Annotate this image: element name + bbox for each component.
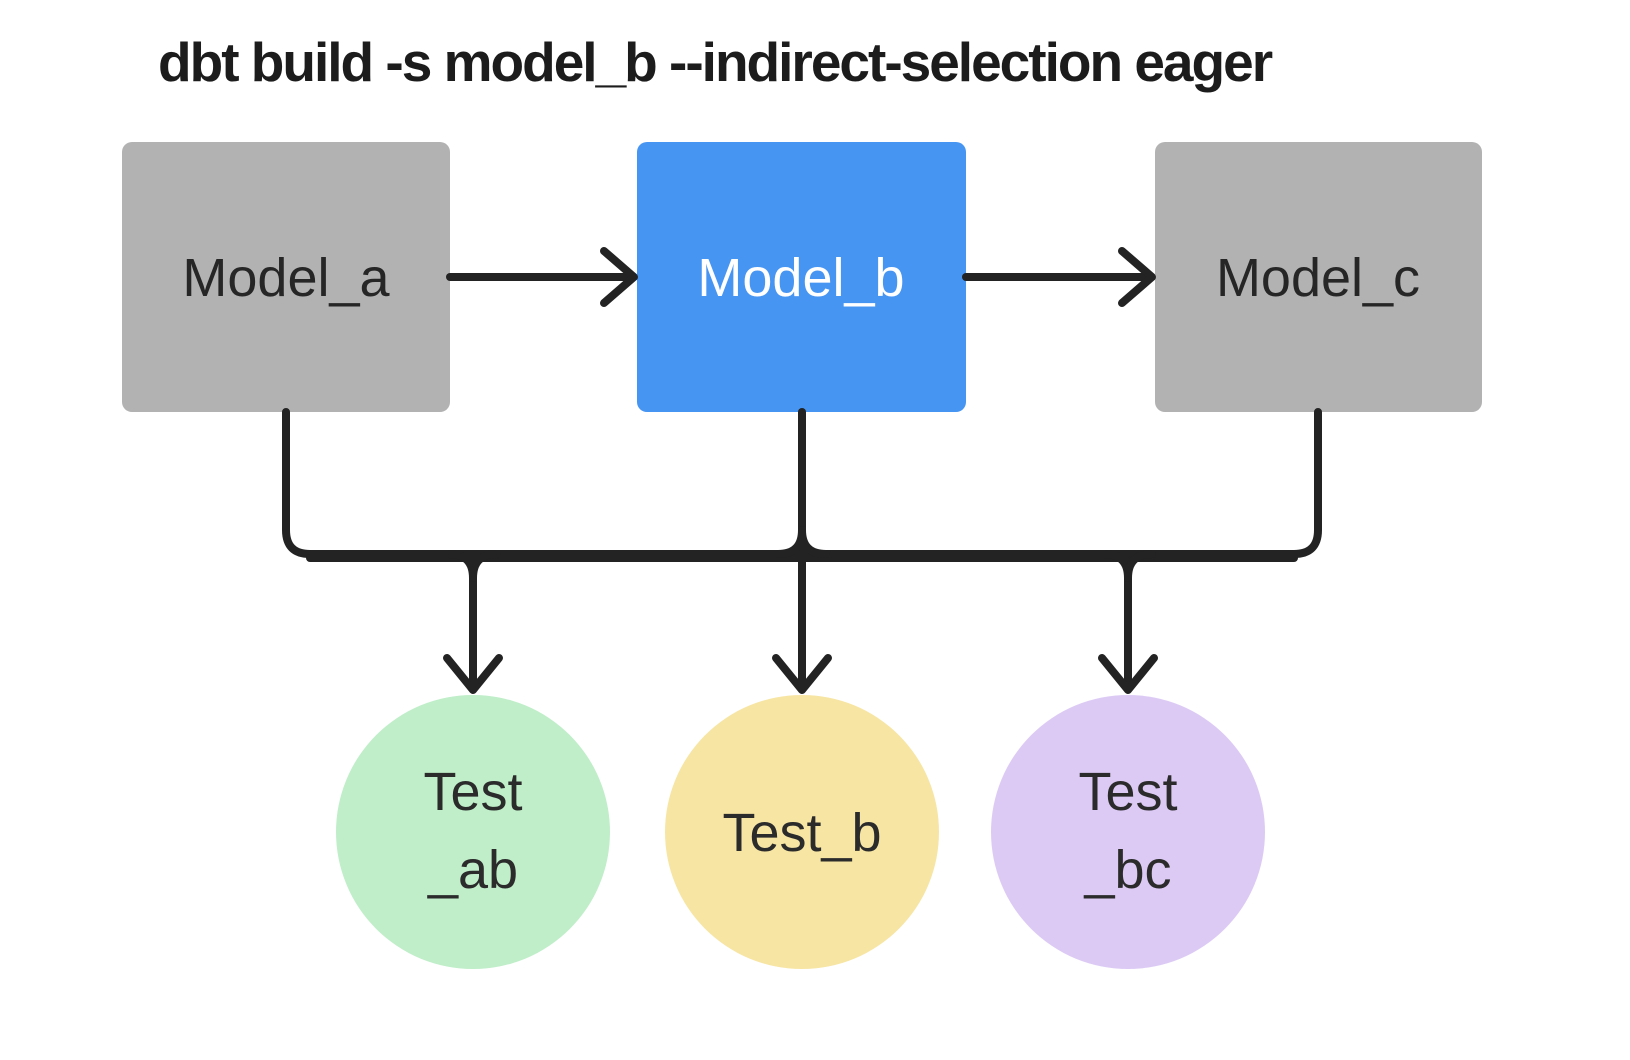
junction-fillet — [1124, 550, 1156, 582]
node-model-b-label: Model_b — [697, 248, 904, 308]
arrowhead-down-icon — [443, 654, 503, 694]
node-test-bc — [991, 695, 1265, 969]
node-model-a-label: Model_a — [182, 248, 390, 308]
node-test-b — [665, 695, 939, 969]
edge-rail-to-test-ab — [443, 550, 503, 694]
junction-fillet — [798, 526, 830, 558]
node-test-bc-label-line2: _bc — [1083, 840, 1171, 900]
arrowhead-right-icon — [1118, 247, 1156, 307]
node-test-b-label: Test_b — [722, 803, 881, 863]
arrowhead-right-icon — [600, 247, 638, 307]
edge-model-b-to-model-c — [962, 247, 1156, 307]
node-model-c — [1155, 142, 1482, 412]
arrowhead-down-icon — [1098, 654, 1158, 694]
edge-model-a-to-model-b — [446, 247, 638, 307]
arrowhead-down-icon — [772, 654, 832, 694]
junction-fillet — [469, 550, 501, 582]
node-test-ab — [336, 695, 610, 969]
command-title: dbt build -s model_b --indirect-selectio… — [158, 31, 1273, 93]
node-model-a — [122, 142, 450, 412]
node-test-bc-label-line1: Test — [1078, 762, 1177, 822]
node-test-ab-label-line2: _ab — [427, 840, 518, 900]
edge-rail-to-test-bc — [1098, 550, 1158, 694]
node-model-b — [637, 142, 966, 412]
node-test-ab-label-line1: Test — [423, 762, 522, 822]
edge-model-b-to-test-b — [772, 408, 832, 694]
node-model-c-label: Model_c — [1216, 248, 1420, 308]
